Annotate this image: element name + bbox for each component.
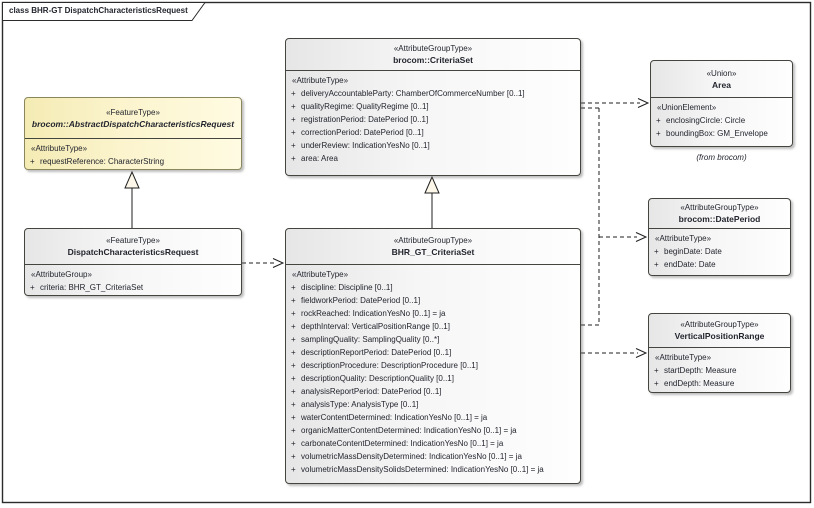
- attribute-row: +depthInterval: VerticalPositionRange [0…: [291, 322, 450, 331]
- stereotype-label: «AttributeGroupType»: [393, 44, 473, 53]
- class-name: brocom::CriteriaSet: [393, 55, 473, 65]
- attributes-compartment: «AttributeType» +discipline: Discipline …: [286, 265, 580, 476]
- attribute-row: +startDepth: Measure: [654, 366, 737, 375]
- attribute-row: +enclosingCircle: Circle: [656, 116, 746, 125]
- class-name: DispatchCharacteristicsRequest: [67, 247, 199, 257]
- dependency-dispatch-to-bhrcriteriaset[interactable]: [242, 258, 285, 268]
- attribute-row: +deliveryAccountableParty: ChamberOfComm…: [291, 89, 525, 98]
- attribute-row: +discipline: Discipline [0..1]: [291, 283, 393, 292]
- dependency-criteriaset-to-area[interactable]: [581, 98, 650, 108]
- class-header: «FeatureType» brocom::AbstractDispatchCh…: [25, 98, 241, 139]
- class-header: «AttributeGroupType» BHR_GT_CriteriaSet: [286, 229, 580, 265]
- attributes-compartment: «AttributeType» +requestReference: Chara…: [25, 139, 241, 168]
- class-box-area[interactable]: «Union» Area «UnionElement» +enclosingCi…: [650, 60, 793, 147]
- class-box-verticalpositionrange[interactable]: «AttributeGroupType» VerticalPositionRan…: [648, 313, 791, 393]
- attribute-row: +boundingBox: GM_Envelope: [656, 129, 768, 138]
- stereotype-label: «FeatureType»: [106, 236, 160, 245]
- section-label: «UnionElement»: [657, 103, 717, 112]
- section-label: «AttributeGroup»: [31, 270, 92, 279]
- class-header: «Union» Area: [651, 61, 792, 98]
- class-name: brocom::AbstractDispatchCharacteristicsR…: [31, 118, 235, 129]
- stereotype-label: «Union»: [706, 68, 737, 78]
- attributes-compartment: «UnionElement» +enclosingCircle: Circle +…: [651, 98, 792, 140]
- attribute-row: +rockReached: IndicationYesNo [0..1] = j…: [291, 309, 446, 318]
- class-name: Area: [712, 79, 731, 90]
- stereotype-label: «AttributeGroupType»: [393, 236, 473, 245]
- attribute-row: +endDate: Date: [654, 260, 716, 269]
- area-package-footnote: (from brocom): [696, 153, 747, 162]
- attribute-row: +correctionPeriod: DatePeriod [0..1]: [291, 128, 424, 137]
- attributes-compartment: «AttributeType» +deliveryAccountablePart…: [286, 71, 580, 165]
- stereotype-label: «FeatureType»: [106, 107, 160, 117]
- class-header: «AttributeGroupType» brocom::CriteriaSet: [286, 39, 580, 71]
- class-box-dateperiod[interactable]: «AttributeGroupType» brocom::DatePeriod …: [648, 198, 791, 276]
- attribute-row: +carbonateContentDetermined: IndicationY…: [291, 439, 504, 448]
- generalization-dispatch-to-abstract[interactable]: [124, 170, 140, 228]
- dependency-to-dateperiod[interactable]: [581, 107, 648, 326]
- section-label: «AttributeType»: [655, 353, 712, 362]
- attribute-row: +descriptionProcedure: DescriptionProced…: [291, 361, 478, 370]
- attribute-row: +fieldworkPeriod: DatePeriod [0..1]: [291, 296, 421, 305]
- generalization-bhrcriteriaset-to-criteriaset[interactable]: [424, 175, 440, 228]
- class-name: brocom::DatePeriod: [678, 214, 761, 224]
- class-name: BHR_GT_CriteriaSet: [391, 247, 475, 257]
- attribute-row: +beginDate: Date: [654, 247, 722, 256]
- attribute-row: +descriptionReportPeriod: DatePeriod [0.…: [291, 348, 452, 357]
- attribute-row: +requestReference: CharacterString: [30, 157, 165, 166]
- attribute-row: +volumetricMassDensitySolidsDetermined: …: [291, 465, 544, 474]
- class-header: «FeatureType» DispatchCharacteristicsReq…: [25, 229, 241, 265]
- class-header: «AttributeGroupType» brocom::DatePeriod: [649, 199, 790, 229]
- section-label: «AttributeType»: [292, 270, 349, 279]
- stereotype-label: «AttributeGroupType»: [680, 320, 759, 329]
- attribute-row: +analysisReportPeriod: DatePeriod [0..1]: [291, 387, 442, 396]
- attributes-compartment: «AttributeGroup» +criteria: BHR_GT_Crite…: [25, 265, 241, 294]
- attribute-row: +area: Area: [291, 154, 338, 163]
- open-arrowhead-icon: [637, 98, 650, 108]
- dependency-bhrcriteriaset-to-verticalpositionrange[interactable]: [581, 348, 648, 358]
- open-arrowhead-icon: [635, 348, 648, 358]
- class-name: VerticalPositionRange: [674, 331, 765, 341]
- attributes-compartment: «AttributeType» +beginDate: Date +endDate…: [649, 229, 790, 271]
- attribute-row: +descriptionQuality: DescriptionQuality …: [291, 374, 454, 383]
- attribute-row: +registrationPeriod: DatePeriod [0..1]: [291, 115, 429, 124]
- diagram-title: class BHR-GT DispatchCharacteristicsRequ…: [9, 6, 188, 15]
- attributes-compartment: «AttributeType» +startDepth: Measure +end…: [649, 348, 790, 390]
- attribute-row: +analysisType: AnalysisType [0..1]: [291, 400, 419, 409]
- class-box-dispatch-characteristics-request[interactable]: «FeatureType» DispatchCharacteristicsReq…: [24, 228, 242, 296]
- hollow-triangle-arrowhead-icon: [424, 175, 440, 194]
- attribute-row: +underReview: IndicationYesNo [0..1]: [291, 141, 430, 150]
- class-box-abstract-dispatch-characteristics-request[interactable]: «FeatureType» brocom::AbstractDispatchCh…: [24, 97, 242, 170]
- attribute-row: +waterContentDetermined: IndicationYesNo…: [291, 413, 488, 422]
- attribute-row: +qualityRegime: QualityRegime [0..1]: [291, 102, 429, 111]
- hollow-triangle-arrowhead-icon: [124, 170, 140, 189]
- attribute-row: +volumetricMassDensityDetermined: Indica…: [291, 452, 522, 461]
- section-label: «AttributeType»: [31, 144, 88, 153]
- stereotype-label: «AttributeGroupType»: [680, 203, 759, 212]
- section-label: «AttributeType»: [292, 76, 349, 85]
- open-arrowhead-icon: [635, 232, 648, 242]
- diagram-title-tab: [2, 2, 206, 21]
- open-arrowhead-icon: [272, 258, 285, 268]
- attribute-row: +samplingQuality: SamplingQuality [0..*]: [291, 335, 440, 344]
- attribute-row: +criteria: BHR_GT_CriteriaSet: [30, 283, 144, 292]
- attribute-row: +endDepth: Measure: [654, 379, 735, 388]
- attribute-row: +organicMatterContentDetermined: Indicat…: [291, 426, 517, 435]
- class-box-criteriaset[interactable]: «AttributeGroupType» brocom::CriteriaSet…: [285, 38, 581, 176]
- section-label: «AttributeType»: [655, 234, 712, 243]
- class-box-bhr-gt-criteriaset[interactable]: «AttributeGroupType» BHR_GT_CriteriaSet …: [285, 228, 581, 484]
- class-header: «AttributeGroupType» VerticalPositionRan…: [649, 314, 790, 348]
